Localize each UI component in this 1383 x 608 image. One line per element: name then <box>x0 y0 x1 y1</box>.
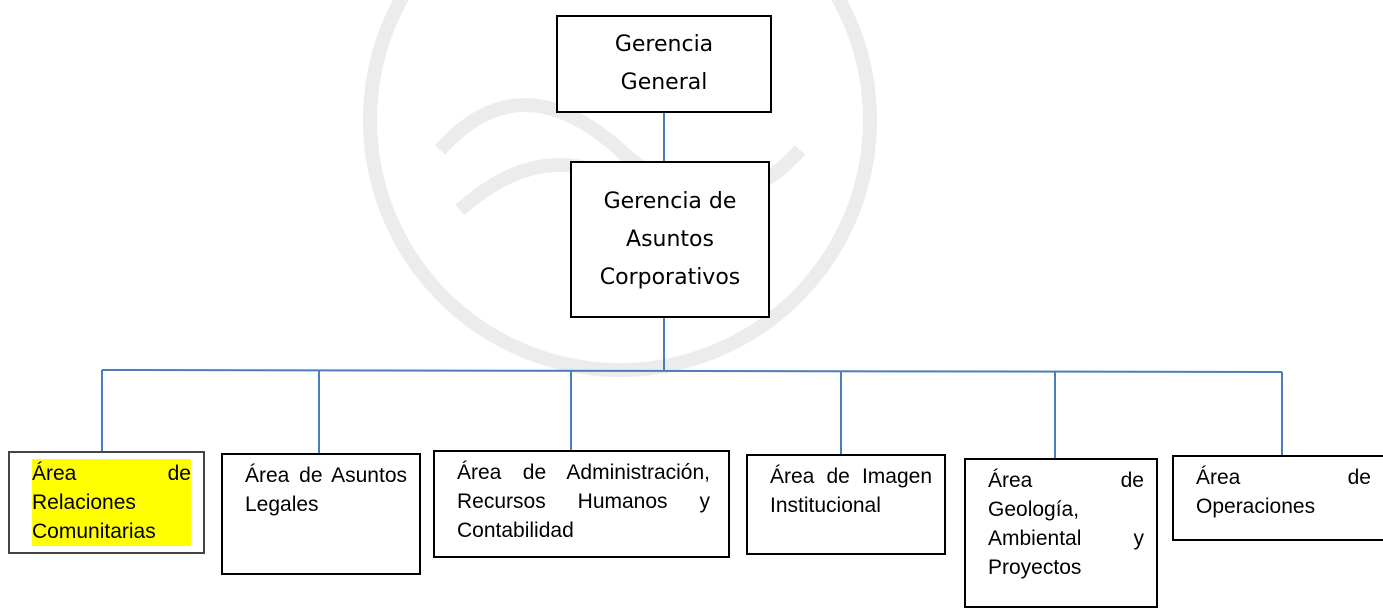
node-relaciones-comunitarias-label: Área de Relaciones Comunitarias <box>32 459 191 546</box>
node-relaciones-comunitarias: Área de Relaciones Comunitarias <box>8 451 205 554</box>
node-administracion-rrhh-contabilidad: Área de Administración, Recursos Humanos… <box>433 450 730 558</box>
node-imagen-institucional: Área de Imagen Institucional <box>746 454 946 555</box>
node-asuntos-legales-label: Área de Asuntos Legales <box>245 464 407 516</box>
node-gerencia-general-label: Gerencia General <box>614 32 714 95</box>
node-asuntos-legales: Área de Asuntos Legales <box>221 453 421 575</box>
node-geologia-ambiental-proyectos: Área de Geología, Ambiental y Proyectos <box>964 458 1158 608</box>
node-operaciones-label: Área de Operaciones <box>1196 466 1371 518</box>
node-gerencia-asuntos-corporativos: Gerencia de Asuntos Corporativos <box>570 161 770 318</box>
node-geologia-ambiental-proyectos-label: Área de Geología, Ambiental y Proyectos <box>988 469 1144 579</box>
connector-bus <box>101 369 1283 373</box>
node-administracion-rrhh-contabilidad-label: Área de Administración, Recursos Humanos… <box>457 461 710 542</box>
node-operaciones: Área de Operaciones <box>1172 455 1383 541</box>
node-gerencia-asuntos-corporativos-label: Gerencia de Asuntos Corporativos <box>599 188 741 290</box>
node-imagen-institucional-label: Área de Imagen Institucional <box>770 465 932 517</box>
node-gerencia-general: Gerencia General <box>556 15 772 113</box>
